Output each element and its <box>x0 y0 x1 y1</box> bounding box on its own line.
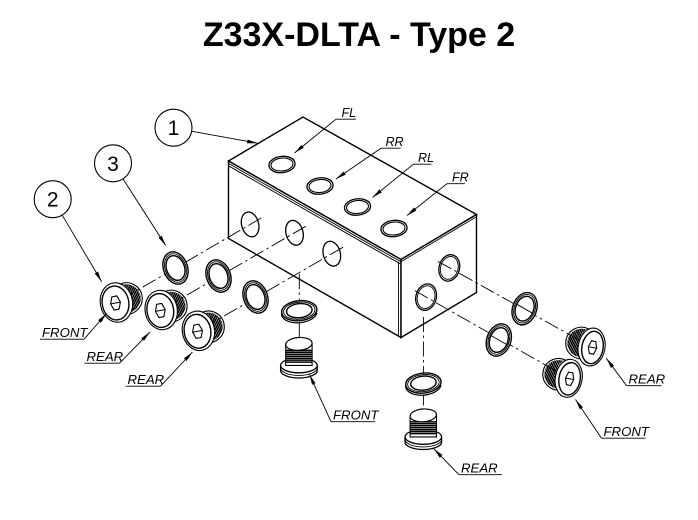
svg-text:2: 2 <box>47 189 59 212</box>
svg-text:REAR: REAR <box>461 461 498 476</box>
svg-text:REAR: REAR <box>87 349 124 364</box>
svg-text:1: 1 <box>168 117 180 140</box>
svg-text:FRONT: FRONT <box>42 325 88 340</box>
svg-text:RR: RR <box>386 135 404 149</box>
svg-text:3: 3 <box>107 153 119 176</box>
svg-text:REAR: REAR <box>629 372 666 387</box>
svg-text:FRONT: FRONT <box>604 424 650 439</box>
svg-text:Z33X-DLTA - Type 2: Z33X-DLTA - Type 2 <box>203 16 515 54</box>
svg-text:FRONT: FRONT <box>333 408 379 423</box>
svg-text:FR: FR <box>452 171 469 185</box>
svg-text:REAR: REAR <box>128 372 165 387</box>
svg-text:FL: FL <box>342 106 357 120</box>
svg-text:RL: RL <box>418 151 434 165</box>
